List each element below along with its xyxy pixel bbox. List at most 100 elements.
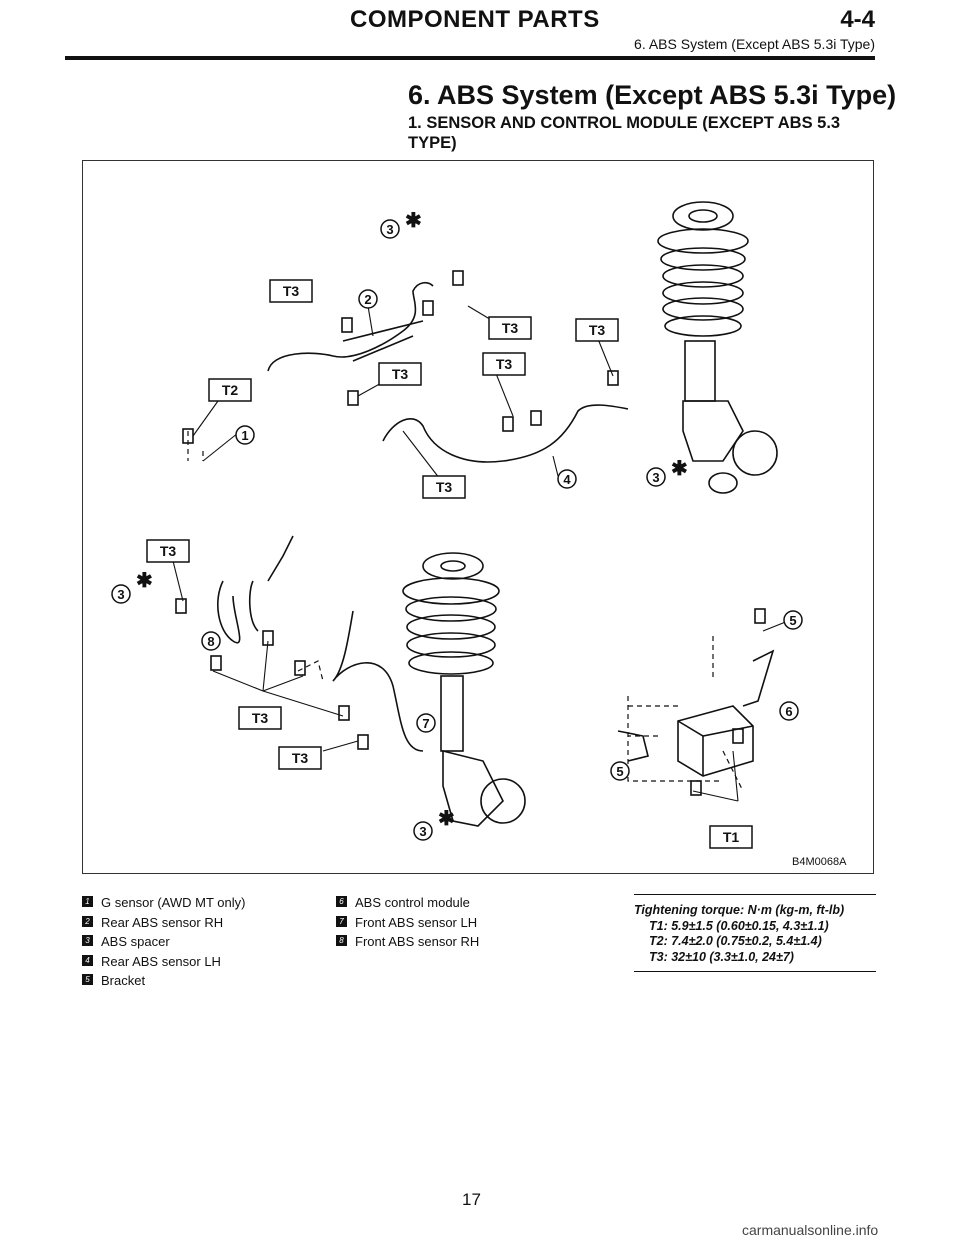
torque-tag-t3-e: T3 bbox=[482, 352, 526, 376]
torque-tag-t3-g: T3 bbox=[146, 539, 190, 563]
svg-text:4: 4 bbox=[563, 472, 571, 487]
svg-text:5: 5 bbox=[616, 764, 623, 779]
torque-value-t3: T3: 32±10 (3.3±1.0, 24±7) bbox=[649, 949, 794, 964]
torque-value-t2: T2: 7.4±2.0 (0.75±0.2, 5.4±1.4) bbox=[649, 934, 822, 948]
header-subtitle: 6. ABS System (Except ABS 5.3i Type) bbox=[634, 36, 875, 52]
svg-text:7: 7 bbox=[422, 716, 429, 731]
svg-text:3: 3 bbox=[652, 470, 659, 485]
svg-text:2: 2 bbox=[364, 292, 371, 307]
legend-item: 2 Rear ABS sensor RH bbox=[82, 913, 245, 933]
watermark-text: carmanualsonline.info bbox=[742, 1222, 879, 1238]
legend-item: 4 Rear ABS sensor LH bbox=[82, 952, 245, 972]
torque-tag-label: T3 bbox=[392, 366, 409, 382]
svg-text:✱: ✱ bbox=[671, 458, 688, 480]
torque-tag-label: T3 bbox=[160, 543, 177, 559]
torque-tag-label: T3 bbox=[502, 320, 519, 336]
torque-tag-t3-i: T3 bbox=[278, 746, 322, 770]
exploded-diagram: T3 T2 T3 T3 T3 T3 T3 T3 T3 T3 T1 1 2 3✱ … bbox=[82, 160, 874, 874]
rear-strut-illustration bbox=[657, 201, 778, 494]
callout-3-c: 3✱ bbox=[111, 570, 153, 604]
legend-item: 3 ABS spacer bbox=[82, 932, 245, 952]
svg-text:✱: ✱ bbox=[438, 808, 455, 830]
torque-tag-label: T3 bbox=[496, 356, 513, 372]
tightening-torque-box: Tightening torque: N·m (kg-m, ft-lb) T1:… bbox=[634, 894, 876, 972]
legend-number: 5 bbox=[82, 974, 93, 985]
front-lh-harness bbox=[332, 610, 424, 752]
torque-tag-label: T3 bbox=[292, 750, 309, 766]
rear-lh-harness bbox=[382, 404, 629, 463]
torque-tag-label: T3 bbox=[252, 710, 269, 726]
legend-column-right: 6 ABS control module 7 Front ABS sensor LH… bbox=[336, 893, 479, 952]
legend-label: Rear ABS sensor RH bbox=[101, 914, 224, 930]
callout-5-b: 5 bbox=[610, 761, 630, 781]
front-strut-illustration bbox=[402, 552, 526, 827]
torque-tag-label: T2 bbox=[222, 382, 239, 398]
legend-label: G sensor (AWD MT only) bbox=[101, 895, 246, 910]
legend-number: 2 bbox=[82, 915, 93, 927]
svg-text:3: 3 bbox=[419, 824, 426, 839]
svg-text:✱: ✱ bbox=[405, 210, 422, 232]
legend-number: 7 bbox=[336, 915, 347, 927]
callout-5-a: 5 bbox=[783, 610, 803, 630]
torque-tag-t2: T2 bbox=[208, 378, 252, 402]
legend-label: Rear ABS sensor LH bbox=[101, 953, 221, 969]
torque-tag-label: T3 bbox=[589, 322, 606, 338]
svg-text:8: 8 bbox=[207, 634, 214, 649]
legend-item: 5 Bracket bbox=[82, 971, 245, 991]
torque-tag-t1: T1 bbox=[709, 825, 753, 849]
svg-text:3: 3 bbox=[117, 587, 124, 602]
svg-text:3: 3 bbox=[386, 222, 393, 237]
figure-id: B4M0068A bbox=[792, 856, 847, 868]
callout-8: 8 bbox=[201, 631, 221, 651]
header-section-code: 4-4 bbox=[840, 6, 875, 33]
torque-tag-t3-h: T3 bbox=[238, 706, 282, 730]
svg-text:6: 6 bbox=[785, 704, 792, 719]
legend-number: 6 bbox=[336, 896, 347, 907]
svg-text:5: 5 bbox=[789, 613, 796, 628]
torque-tag-label: T1 bbox=[723, 829, 740, 845]
callout-2: 2 bbox=[358, 289, 378, 309]
legend-item: 8 Front ABS sensor RH bbox=[336, 932, 479, 952]
page-title: 6. ABS System (Except ABS 5.3i Type) bbox=[408, 80, 897, 110]
legend-number: 4 bbox=[82, 954, 93, 966]
legend-label: ABS spacer bbox=[101, 934, 170, 949]
svg-text:✱: ✱ bbox=[136, 570, 153, 592]
legend-item: 7 Front ABS sensor LH bbox=[336, 913, 479, 933]
legend-label: Front ABS sensor RH bbox=[355, 934, 480, 949]
torque-tag-t3-c: T3 bbox=[575, 318, 619, 342]
bolts bbox=[175, 270, 766, 796]
callout-4: 4 bbox=[557, 469, 577, 489]
legend-label: ABS control module bbox=[355, 895, 470, 910]
legend-item: 1 G sensor (AWD MT only) bbox=[82, 893, 245, 913]
abs-control-module-illustration bbox=[617, 649, 775, 777]
callout-1: 1 bbox=[235, 425, 255, 445]
front-rh-harness bbox=[217, 580, 259, 644]
legend-number: 1 bbox=[82, 896, 93, 907]
subsection-title: 1. SENSOR AND CONTROL MODULE (EXCEPT ABS… bbox=[408, 114, 841, 152]
legend-item: 6 ABS control module bbox=[336, 893, 479, 913]
header-section-title: COMPONENT PARTS bbox=[350, 6, 600, 33]
callout-6: 6 bbox=[779, 701, 799, 721]
header-rule bbox=[65, 56, 875, 60]
torque-heading: Tightening torque: N·m (kg-m, ft-lb) bbox=[634, 903, 845, 917]
svg-text:1: 1 bbox=[241, 428, 248, 443]
page-number: 17 bbox=[462, 1190, 481, 1209]
torque-tag-label: T3 bbox=[283, 283, 300, 299]
legend-label: Bracket bbox=[101, 973, 146, 988]
torque-tag-t3-d: T3 bbox=[378, 362, 422, 386]
legend-label: Front ABS sensor LH bbox=[355, 914, 478, 930]
legend-number: 3 bbox=[82, 935, 93, 946]
callout-3-b: 3✱ bbox=[646, 458, 688, 487]
callout-3-d: 3✱ bbox=[413, 808, 455, 841]
legend-number: 8 bbox=[336, 935, 347, 946]
torque-tag-t3-a: T3 bbox=[269, 279, 313, 303]
rear-rh-harness bbox=[267, 281, 434, 372]
torque-tag-t3-f: T3 bbox=[422, 475, 466, 499]
torque-tag-t3-b: T3 bbox=[488, 316, 532, 340]
torque-tag-label: T3 bbox=[436, 479, 453, 495]
callout-3-a: 3✱ bbox=[380, 210, 422, 239]
harness-bracket bbox=[342, 320, 424, 362]
torque-value-t1: T1: 5.9±1.5 (0.60±0.15, 4.3±1.1) bbox=[649, 918, 829, 933]
diagram-svg: T3 T2 T3 T3 T3 T3 T3 T3 T3 T3 T1 1 2 3✱ … bbox=[111, 201, 803, 849]
